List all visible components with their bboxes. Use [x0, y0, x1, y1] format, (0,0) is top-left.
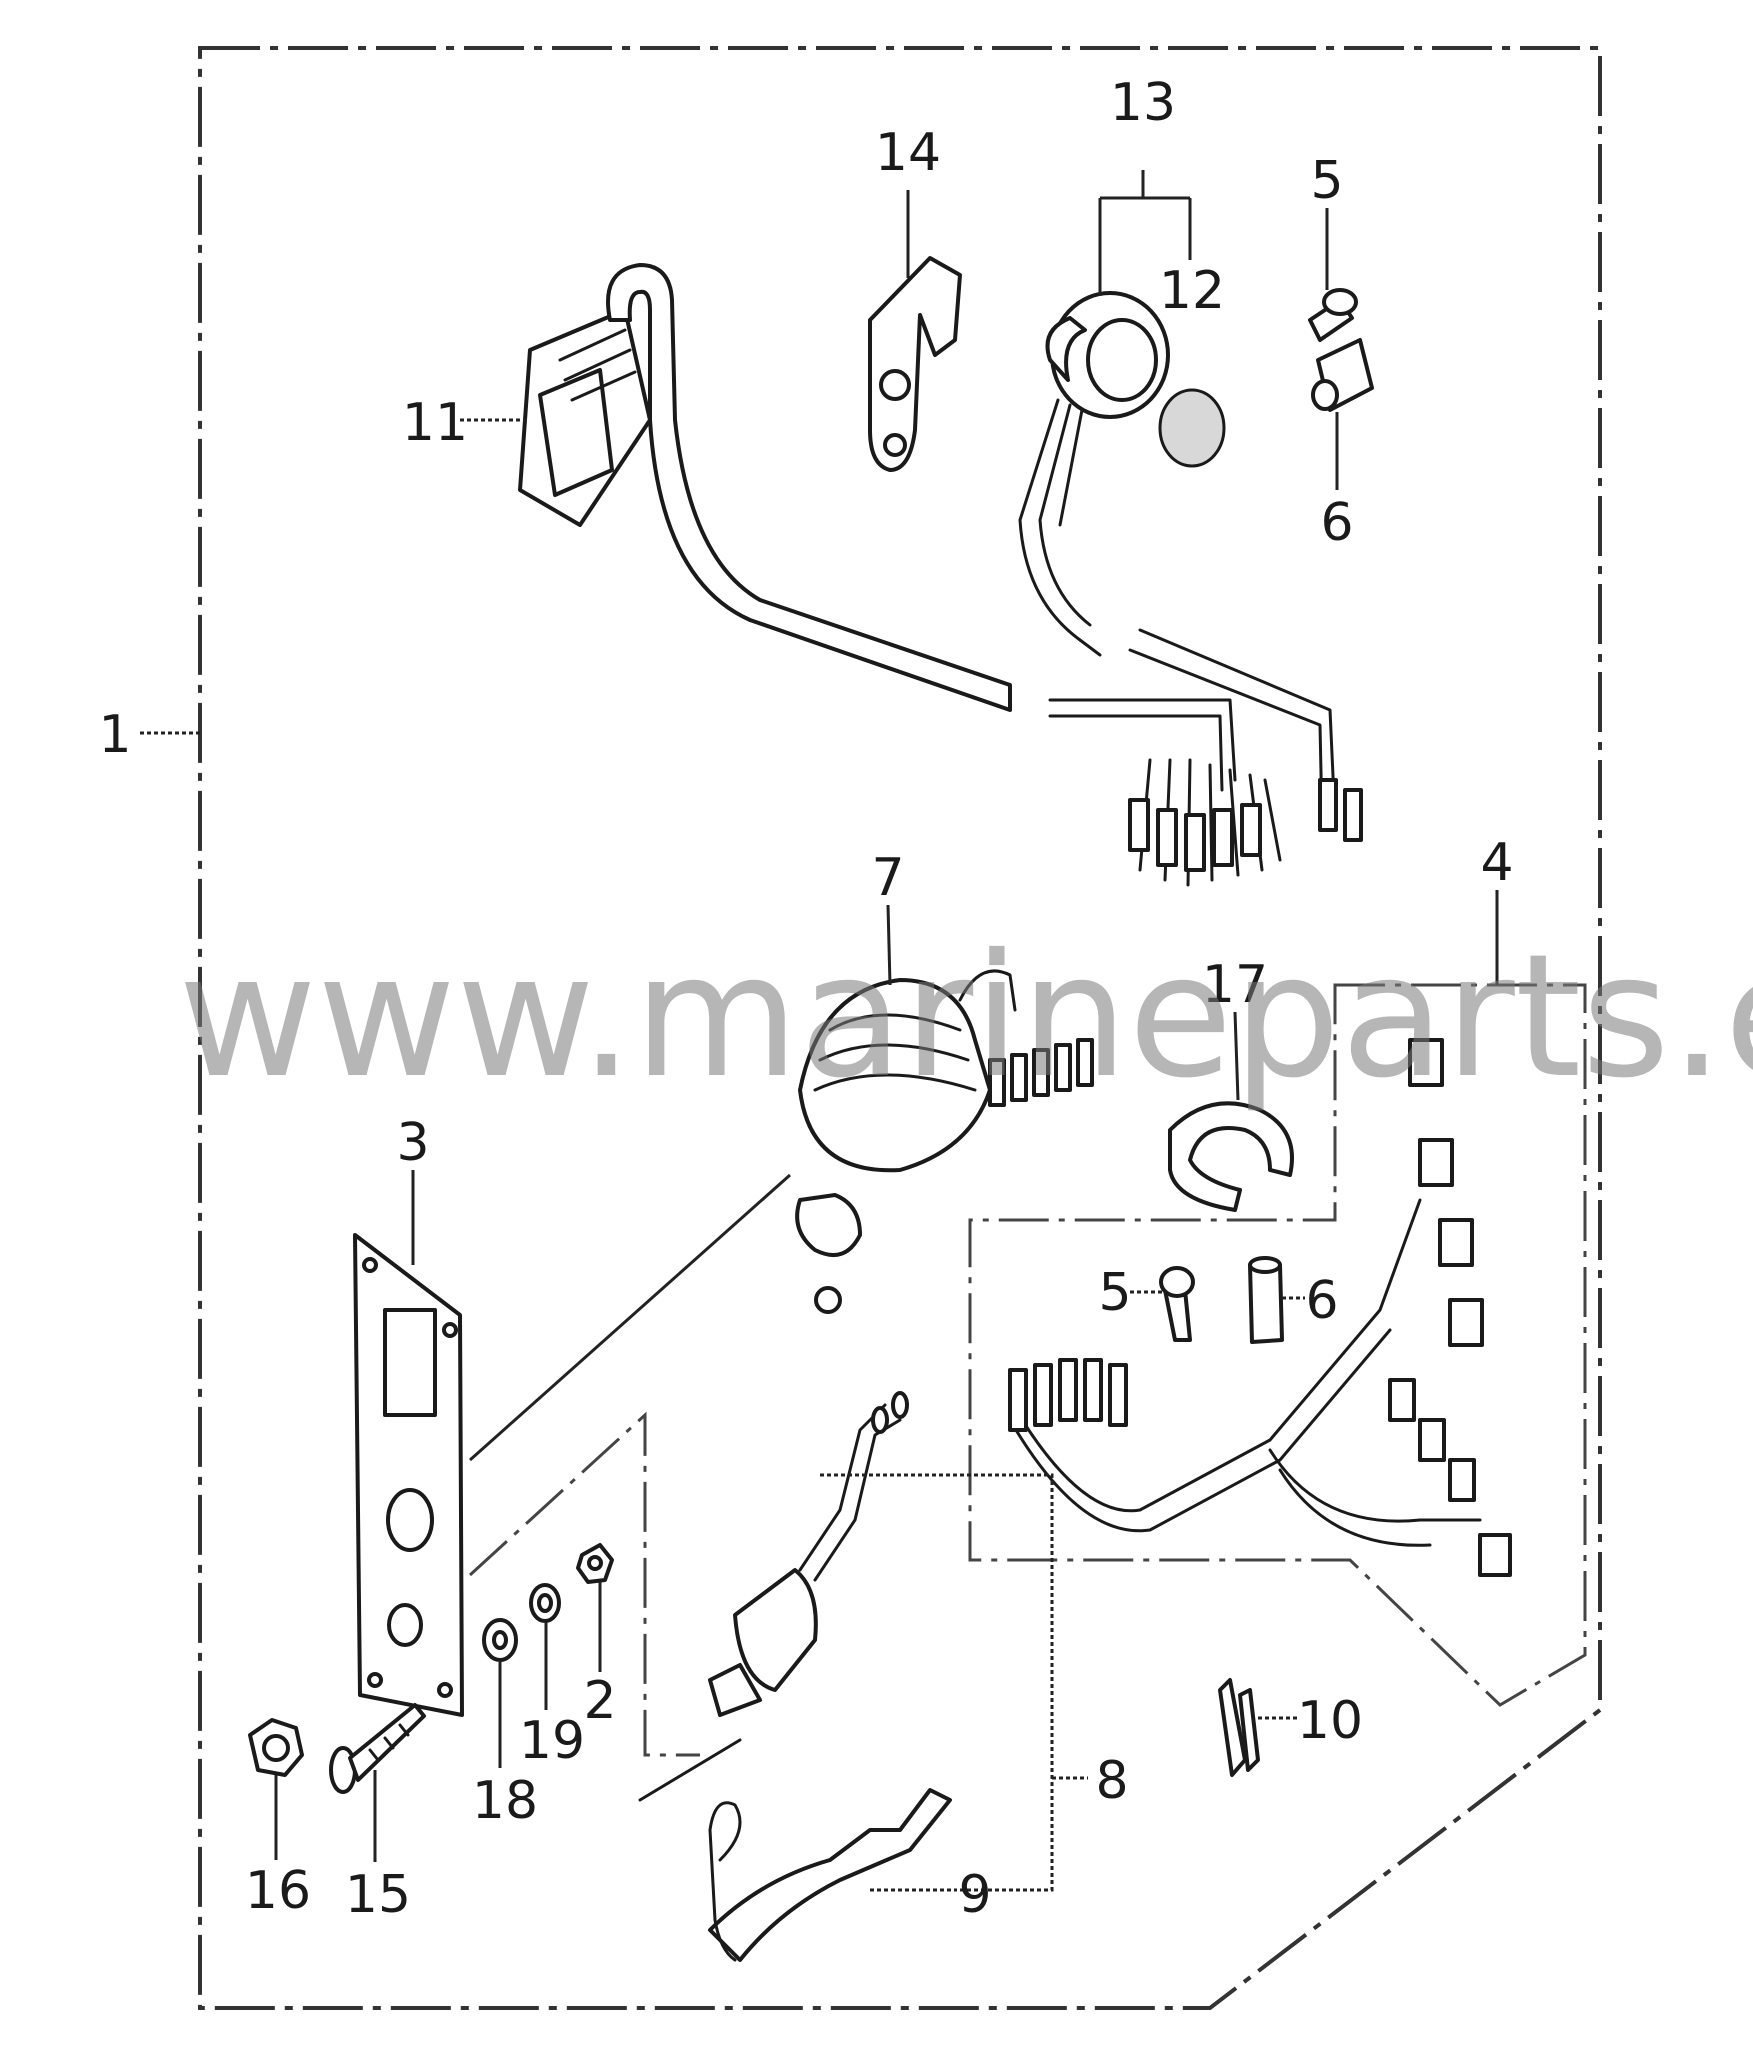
panel-leader [469, 1173, 791, 1462]
lanyard-9 [708, 1788, 952, 1962]
screw-collar-mid [1159, 1256, 1284, 1344]
leader-17 [1233, 1011, 1240, 1101]
clamp-17 [1168, 1101, 1294, 1212]
nut-2 [576, 1543, 614, 1584]
callout-15: 15 [345, 1865, 411, 1925]
switch-subframe [468, 1411, 700, 1757]
callout-4: 4 [1480, 833, 1513, 893]
callout-14: 14 [875, 123, 941, 183]
switch-11 [518, 263, 1012, 712]
callout-10: 10 [1297, 1691, 1363, 1751]
screw-collar-top [1308, 288, 1374, 412]
callout-11: 11 [402, 393, 468, 453]
leader-7 [886, 904, 892, 986]
leader-8 [820, 1473, 1088, 1892]
callout-7: 7 [871, 848, 904, 908]
nut-18 [482, 1618, 518, 1662]
leader-13 [1098, 170, 1192, 296]
callout-6-top: 6 [1320, 493, 1353, 553]
callout-18: 18 [472, 1771, 538, 1831]
clip-10 [1218, 1678, 1260, 1777]
harness-4 [1008, 1038, 1512, 1577]
watermark: www.marineparts.eu [178, 918, 1753, 1116]
kit-frame [198, 46, 1602, 2010]
callout-1: 1 [98, 705, 131, 765]
nut-16 [248, 1718, 304, 1777]
key-switch-7 [795, 969, 1094, 1314]
cable-upper [1048, 628, 1363, 887]
callout-19: 19 [519, 1711, 585, 1771]
callout-16: 16 [245, 1861, 311, 1921]
gauge-13 [1018, 291, 1226, 657]
callout-2: 2 [583, 1671, 616, 1731]
callout-17: 17 [1202, 955, 1268, 1015]
callout-6-mid: 6 [1305, 1271, 1338, 1331]
washer-19 [529, 1583, 561, 1623]
callout-9: 9 [958, 1865, 991, 1925]
callout-5-top: 5 [1310, 151, 1343, 211]
callout-12: 12 [1159, 261, 1225, 321]
bracket-14 [868, 256, 962, 472]
lens-12 [1158, 388, 1226, 468]
screw-15 [329, 1703, 426, 1794]
harness-subframe [968, 983, 1587, 1707]
callout-5-mid: 5 [1098, 1263, 1131, 1323]
stop-switch-8 [638, 1391, 909, 1802]
callout-8: 8 [1095, 1751, 1128, 1811]
panel-3 [353, 1233, 464, 1717]
callout-13: 13 [1110, 73, 1176, 133]
callout-3: 3 [396, 1113, 429, 1173]
